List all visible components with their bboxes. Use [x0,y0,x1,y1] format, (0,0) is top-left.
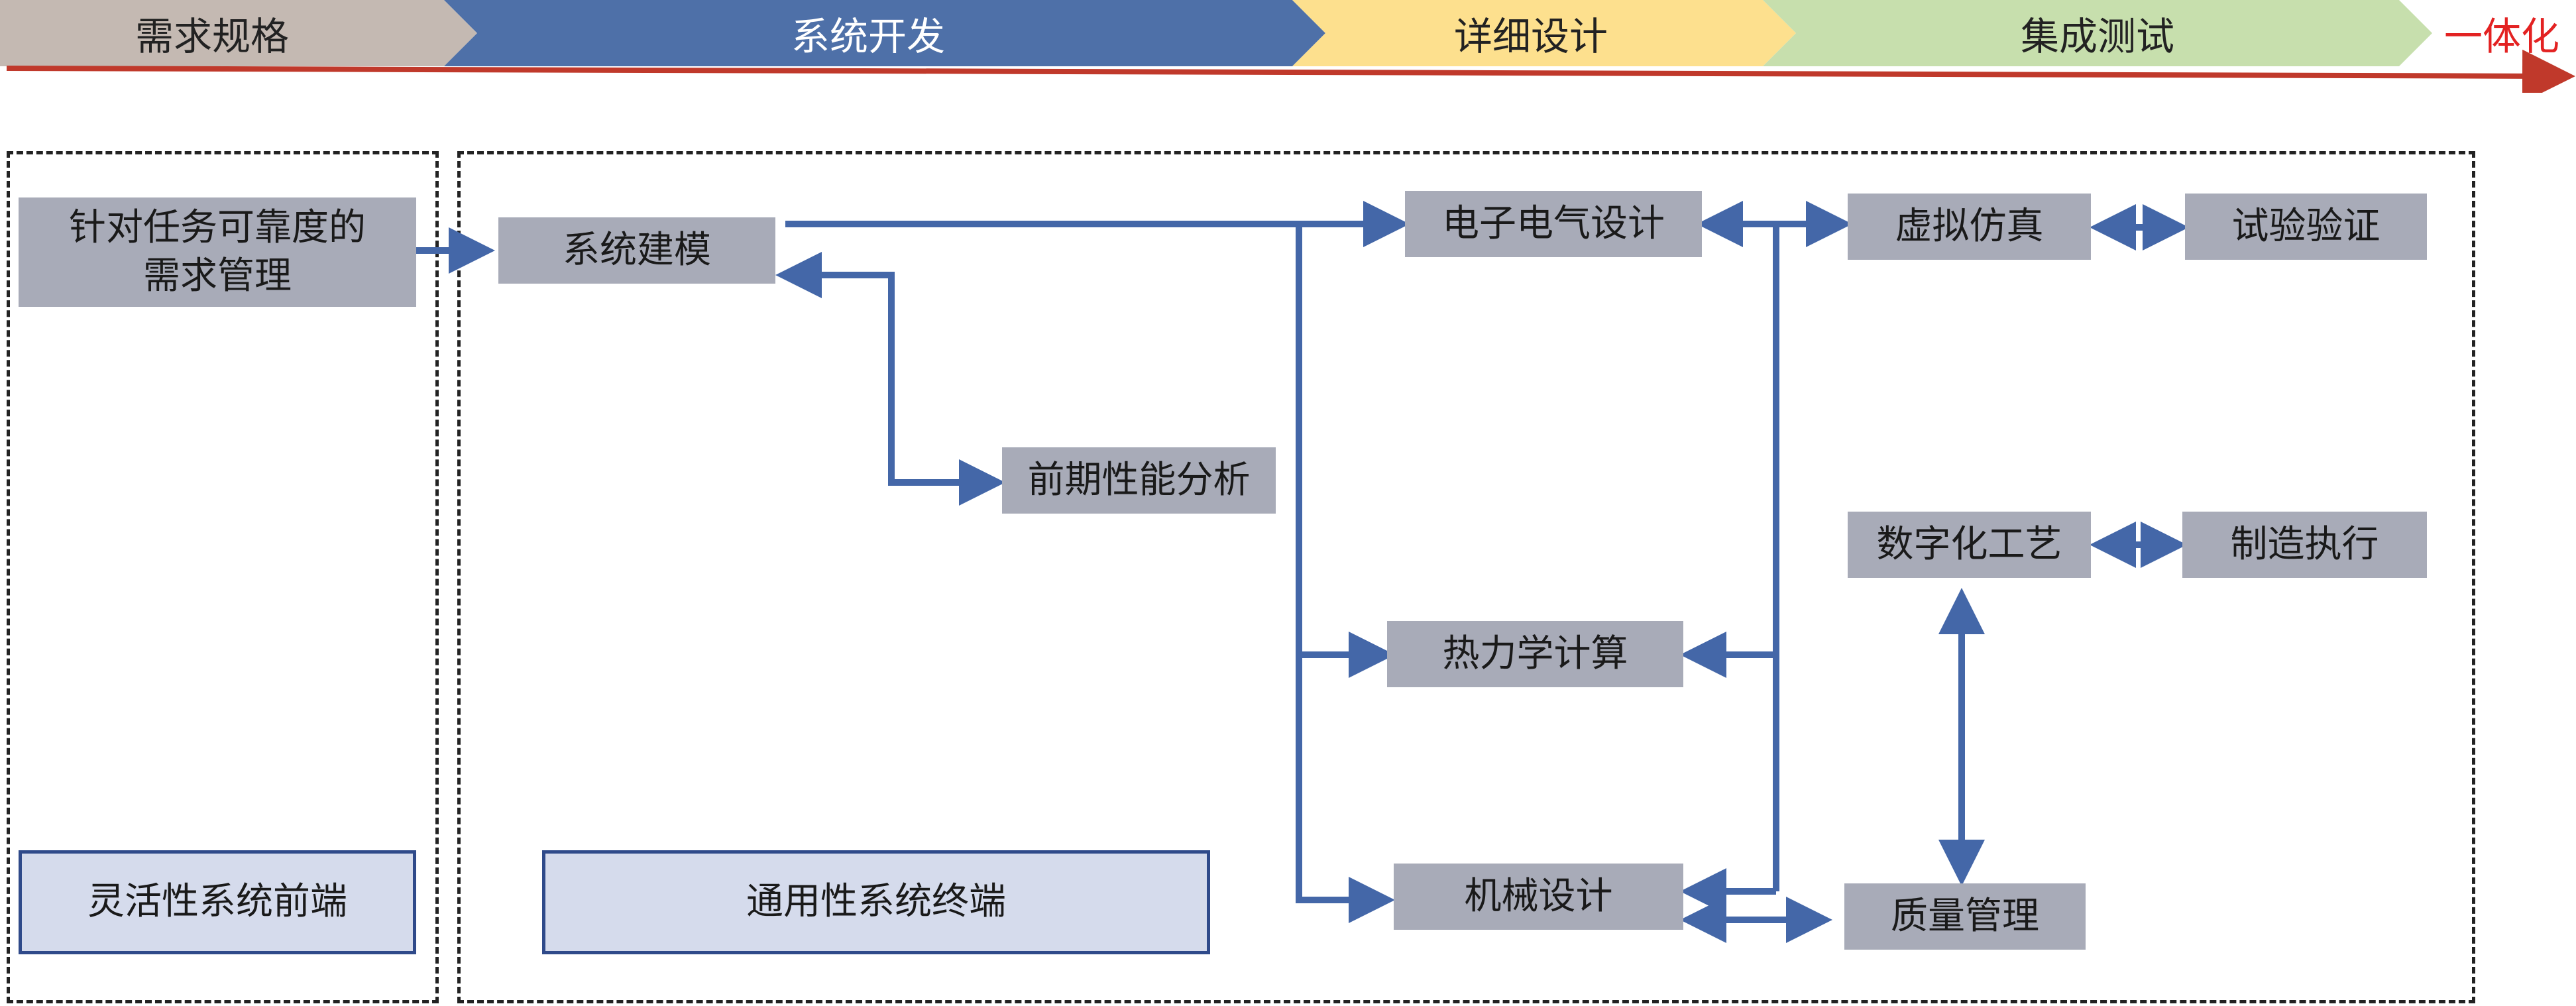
node-mechanical-design: 机械设计 [1394,864,1683,930]
node-thermal-calculation: 热力学计算 [1387,621,1683,687]
timeline-banner [0,0,2575,93]
stage-3-chevron [1292,0,1796,66]
stage-2-chevron [444,0,1325,66]
timeline-arrow [6,49,2575,93]
node-digital-process: 数字化工艺 [1848,512,2091,578]
stage-1-chevron [0,0,477,66]
node-test-verification: 试验验证 [2185,194,2427,260]
arrow-modeling-preliminary [775,252,1005,506]
stage-label-system-dev: 系统开发 [791,14,945,59]
node-quality-management: 质量管理 [1844,883,2086,950]
trunk-to-thermal [1296,224,1395,678]
node-manufacturing-execution: 制造执行 [2182,512,2427,578]
node-virtual-simulation: 虚拟仿真 [1848,194,2091,260]
terminal-region [457,151,2475,1003]
legend-general-terminal: 通用性系统终端 [542,850,1210,954]
frontend-region [7,151,439,1003]
node-electrical-design: 电子电气设计 [1405,191,1702,257]
stage-label-requirements: 需求规格 [135,14,289,59]
timeline-end-label: 一体化 [2443,14,2559,59]
node-requirement-management: 针对任务可靠度的 需求管理 [19,197,416,307]
trunk-to-mechanical [1296,655,1395,923]
node-system-modeling: 系统建模 [498,217,775,284]
node-preliminary-analysis: 前期性能分析 [1002,447,1276,514]
legend-flexible-frontend: 灵活性系统前端 [19,850,416,954]
stage-4-chevron [1763,0,2432,66]
stage-label-integration-test: 集成测试 [2020,14,2174,59]
stage-label-detailed-design: 详细设计 [1453,14,1608,59]
